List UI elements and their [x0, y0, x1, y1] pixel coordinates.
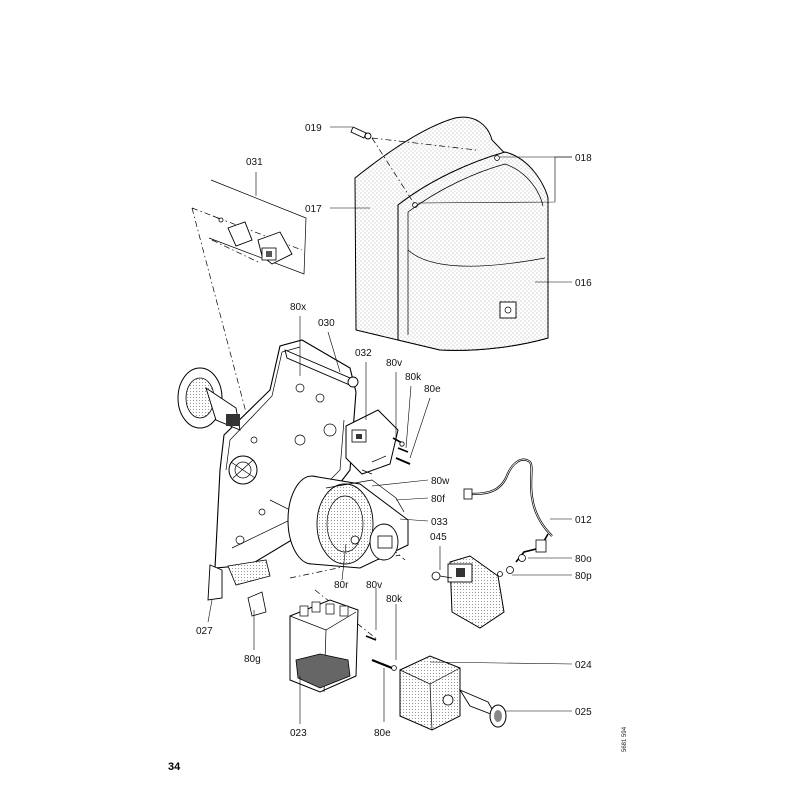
callout-80g: 80g	[244, 654, 261, 665]
motor-033	[287, 475, 409, 569]
callout-025: 025	[575, 707, 592, 718]
callout-023: 023	[290, 728, 307, 739]
callout-80x: 80x	[290, 302, 306, 313]
casing-cover-front	[397, 151, 549, 351]
callout-80e-upper: 80e	[424, 384, 441, 395]
callout-80k-upper: 80k	[405, 372, 422, 383]
page-number: 34	[168, 761, 181, 773]
callout-033: 033	[431, 517, 448, 528]
callout-030: 030	[318, 318, 335, 329]
callout-032: 032	[355, 348, 372, 359]
adapter-025	[458, 689, 507, 728]
oil-pump	[431, 555, 505, 629]
screw-set-lower	[365, 635, 397, 671]
callout-018: 018	[575, 153, 592, 164]
callout-017: 017	[305, 204, 322, 215]
oil-hose-012	[463, 458, 553, 577]
callout-045: 045	[430, 532, 447, 543]
callout-80r: 80r	[334, 580, 349, 591]
callout-80v-upper: 80v	[386, 358, 402, 369]
leader-lines	[207, 126, 573, 724]
document-reference: 5681 594	[622, 726, 628, 752]
callout-012: 012	[575, 515, 592, 526]
callout-80p: 80p	[575, 571, 592, 582]
callout-80k-lower: 80k	[386, 594, 403, 605]
callout-016: 016	[575, 278, 592, 289]
callout-80o: 80o	[575, 554, 592, 565]
control-unit-023	[247, 591, 359, 693]
callout-80f: 80f	[431, 494, 445, 505]
callout-80e-lower: 80e	[374, 728, 391, 739]
air-damper-disc	[177, 367, 241, 431]
callout-027: 027	[196, 626, 213, 637]
assembly-line	[211, 239, 259, 263]
callout-80w: 80w	[431, 476, 450, 487]
housing-plate	[207, 339, 357, 601]
screw-set-upper	[392, 437, 411, 465]
callout-80v-lower: 80v	[366, 580, 382, 591]
screw-019	[350, 126, 372, 140]
callout-031: 031	[246, 157, 263, 168]
assembly-line	[191, 207, 249, 421]
control-base-024	[399, 655, 461, 731]
ignition-electrode-030	[284, 349, 359, 388]
callout-024: 024	[575, 660, 592, 671]
part-031-frame	[208, 179, 307, 275]
ignition-transformer-032	[345, 409, 399, 475]
assembly-line	[371, 137, 477, 151]
callout-019: 019	[305, 123, 322, 134]
